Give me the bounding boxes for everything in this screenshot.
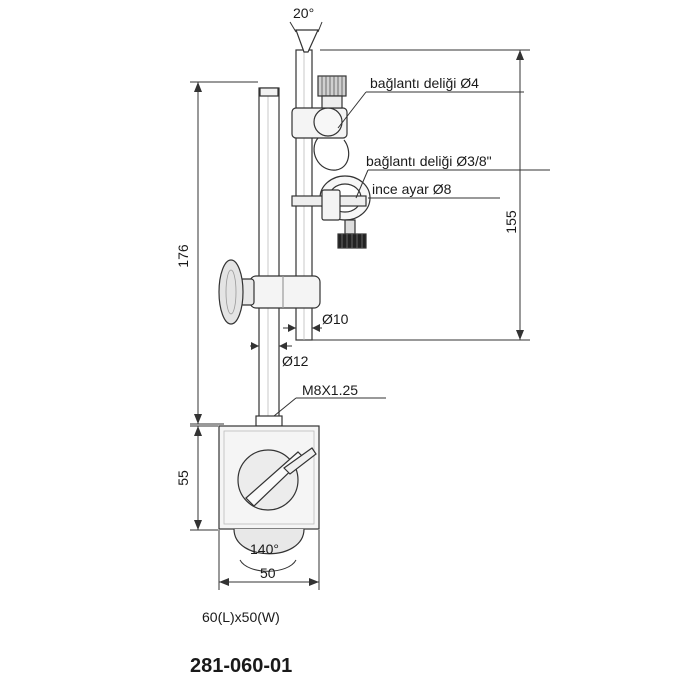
dim-height-arm: 155	[503, 210, 519, 234]
part-number: 281-060-01	[190, 655, 292, 677]
main-rod	[258, 87, 280, 424]
hole-large-label: bağlantı deliği Ø3/8"	[366, 153, 492, 169]
fine-adjust-label: ince ayar Ø8	[372, 181, 452, 197]
dim-base-width: 50	[260, 565, 276, 581]
base-size-label: 60(L)x50(W)	[202, 609, 280, 625]
magnetic-base	[218, 425, 320, 555]
dia-main-rod-label: Ø12	[282, 353, 309, 369]
base-angle-label: 140°	[250, 541, 279, 557]
upper-clamp	[291, 75, 350, 171]
fine-adjust-clamp	[291, 175, 371, 249]
rod-base	[255, 415, 283, 427]
angle-top-label: 20°	[293, 5, 314, 21]
dia-upper-rod-label: Ø10	[322, 311, 349, 327]
rod-tip	[295, 29, 319, 53]
thread-label: M8X1.25	[302, 382, 358, 398]
main-clamp	[218, 259, 321, 325]
dim-height-total: 176	[175, 244, 191, 268]
dim-base-height: 55	[175, 470, 191, 486]
hole-small-label: bağlantı deliği Ø4	[370, 75, 479, 91]
dimension-arrows	[194, 50, 524, 586]
